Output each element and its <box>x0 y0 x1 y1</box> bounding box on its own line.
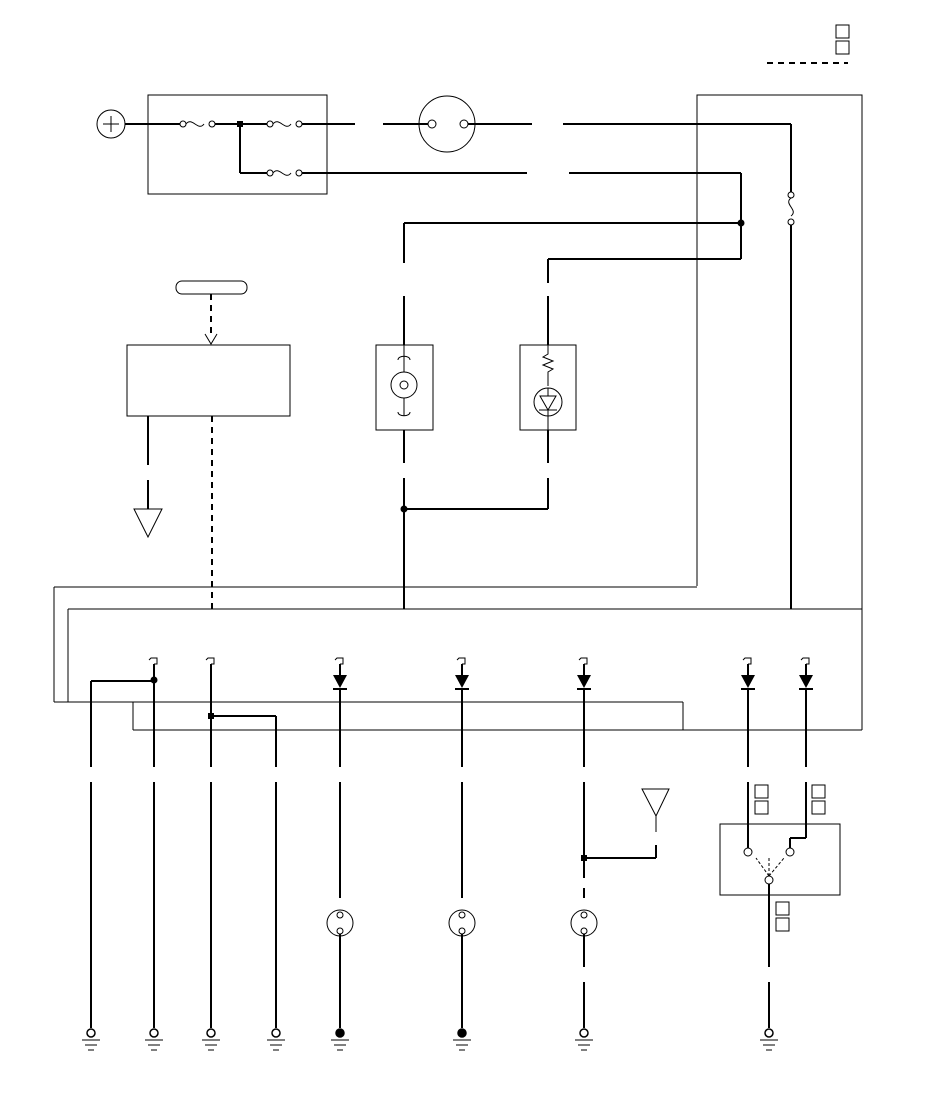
fuse-icon <box>266 169 303 177</box>
switch-module <box>719 823 841 896</box>
ground-icon <box>760 1028 778 1051</box>
diode-icon <box>799 657 813 767</box>
antenna-icon <box>641 788 670 818</box>
fuse-box <box>147 94 328 195</box>
top-wiring <box>327 123 792 609</box>
antenna-icon <box>133 508 163 539</box>
battery-positive-icon <box>96 109 126 139</box>
switch-connector-labels <box>754 784 826 932</box>
lower-wiring <box>90 782 657 1028</box>
diode-icon <box>577 657 591 767</box>
legend <box>767 24 850 64</box>
control-module <box>126 344 291 417</box>
ground-icon <box>267 1028 285 1051</box>
switch-icon <box>743 782 807 1028</box>
led-icon <box>533 387 563 430</box>
sensor-pill <box>175 280 248 295</box>
connector-icon <box>448 909 476 937</box>
legend-box-top <box>835 24 850 39</box>
connector-icon <box>326 909 354 937</box>
fuse-icon <box>787 191 795 226</box>
sensor-dashed-link <box>204 294 218 345</box>
ground-icon <box>331 1028 349 1051</box>
harness-frame <box>53 94 863 731</box>
diode-icon <box>741 657 755 767</box>
diode-icon <box>455 657 469 767</box>
bulb-icon <box>390 345 418 417</box>
diode-icon <box>333 657 347 767</box>
ground-icon <box>145 1028 163 1051</box>
connector-icon <box>570 909 598 937</box>
fuse-icon <box>179 120 216 128</box>
ground-icon <box>82 1028 100 1051</box>
bulb-wiring <box>400 223 548 609</box>
legend-box-bottom <box>835 40 850 55</box>
fuse-icon <box>266 120 303 128</box>
connector-icon <box>418 95 476 153</box>
resistor-icon <box>541 345 555 386</box>
fuse-box-wiring <box>125 121 355 174</box>
ground-icon <box>575 1028 593 1051</box>
ground-points <box>82 1028 778 1051</box>
harness-left-wiring <box>90 657 277 767</box>
ground-icon <box>202 1028 220 1051</box>
ground-icon <box>453 1028 471 1051</box>
